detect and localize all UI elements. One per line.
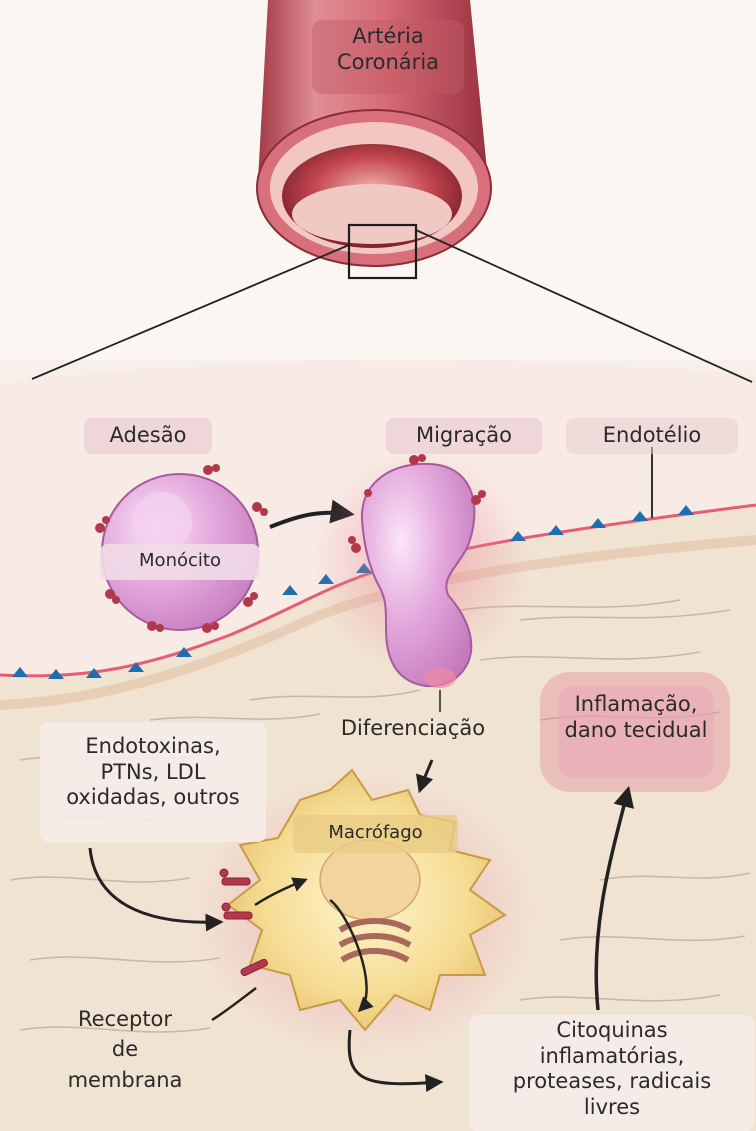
label-endotoxins-line3: oxidadas, outros (40, 785, 266, 811)
label-endotoxins-line2: PTNs, LDL (40, 760, 266, 786)
label-inflammation-line2: dano tecidual (548, 718, 724, 744)
label-cytokines-line1: Citoquinas (470, 1018, 754, 1044)
label-receptor-line3: membrana (40, 1065, 210, 1095)
label-receptor-line1: Receptor (40, 1004, 210, 1034)
label-inflammation-line1: Inflamação, (548, 692, 724, 718)
artery-title-line1: Artéria (312, 24, 464, 50)
label-cytokines-line4: livres (470, 1095, 754, 1121)
label-cytokines: Citoquinas inflamatórias, proteases, rad… (470, 1018, 754, 1120)
artery-title-line2: Coronária (312, 50, 464, 76)
label-macrophage: Macrófago (293, 822, 458, 844)
label-endotoxins-line1: Endotoxinas, (40, 734, 266, 760)
label-cytokines-line2: inflamatórias, (470, 1044, 754, 1070)
label-receptor-line2: de (40, 1034, 210, 1064)
label-endotoxins: Endotoxinas, PTNs, LDL oxidadas, outros (40, 734, 266, 811)
label-differentiation: Diferenciação (318, 716, 508, 742)
label-receptor: Receptor de membrana (40, 1004, 210, 1095)
label-endothelium: Endotélio (566, 423, 738, 449)
label-monocyte: Monócito (100, 550, 260, 572)
label-migration: Migração (386, 423, 542, 449)
artery-title: Artéria Coronária (312, 24, 464, 75)
label-inflammation: Inflamação, dano tecidual (548, 692, 724, 743)
label-cytokines-line3: proteases, radicais (470, 1069, 754, 1095)
label-adhesion: Adesão (84, 423, 212, 449)
